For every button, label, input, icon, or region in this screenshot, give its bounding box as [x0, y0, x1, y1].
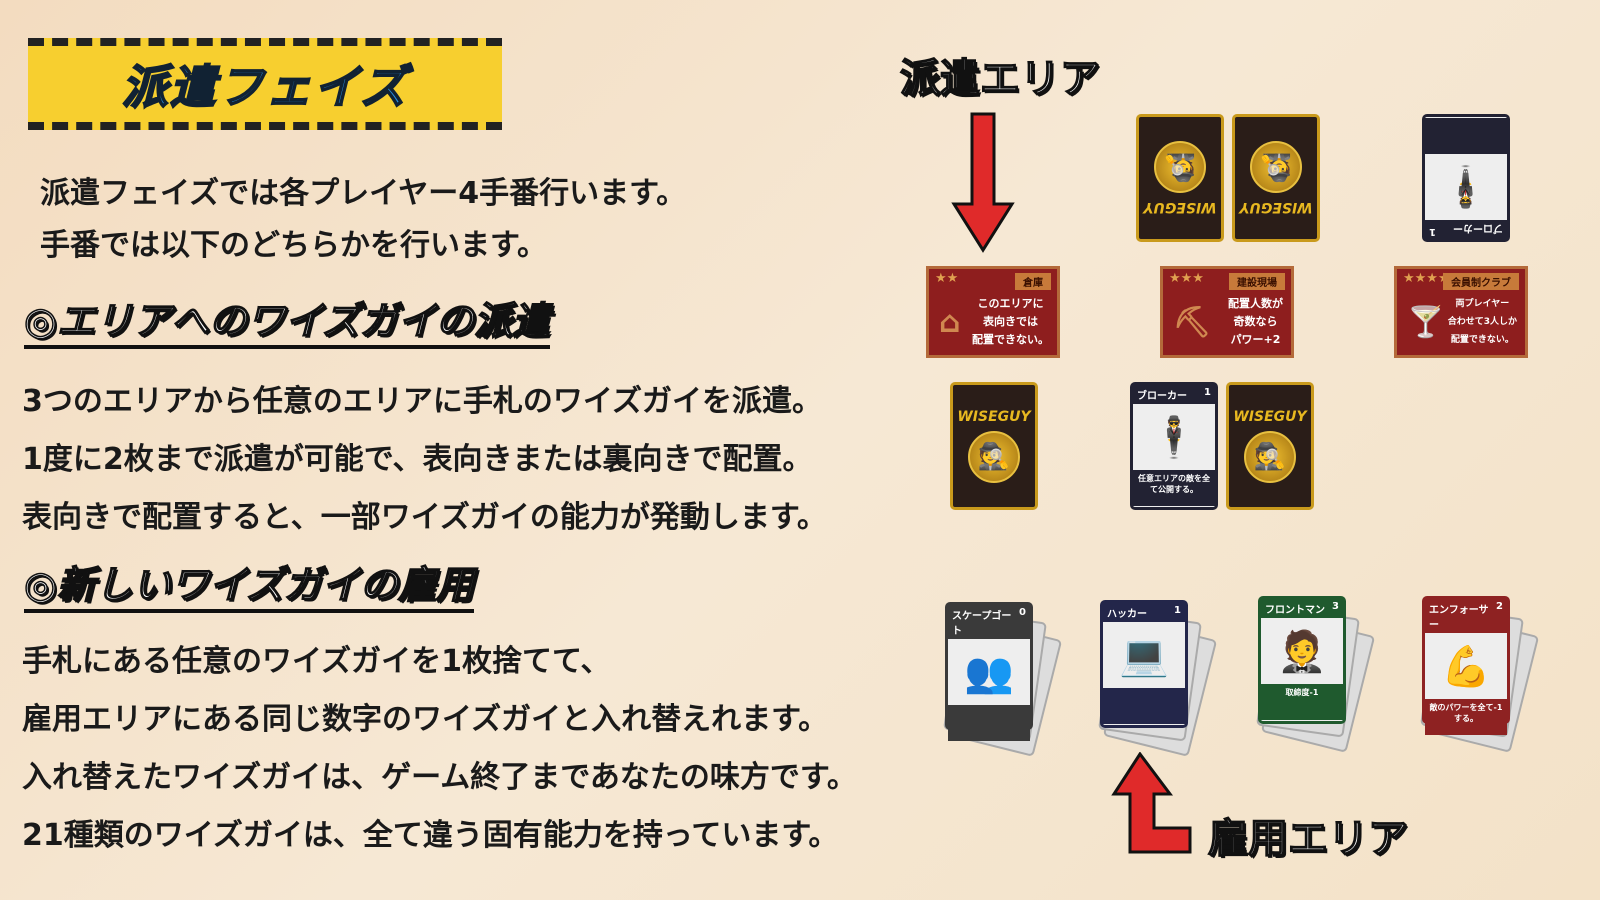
wiseguy-emblem-icon: 🕵 [1154, 141, 1206, 193]
area-card-construction[interactable]: ★★★建設現場⛏配置人数が奇数ならパワー+2 [1160, 266, 1294, 358]
excavator-icon: ⛏ [1173, 305, 1212, 340]
suited-man-icon: 🤵 [1277, 628, 1327, 675]
hire-line: 雇用エリアにある同じ数字のワイズガイと入れ替えれます。 [22, 702, 829, 737]
bat-man-icon: 💪 [1441, 643, 1491, 690]
dispatch-area-label: 派遣エリア [899, 55, 1101, 103]
player-card-back[interactable]: WISEGUY🕵 [1226, 382, 1314, 510]
player-card-back[interactable]: WISEGUY🕵 [950, 382, 1038, 510]
hire-line: 入れ替えたワイズガイは、ゲーム終了まであなたの味方です。 [22, 760, 857, 795]
section-heading-dispatch: ◎エリアへのワイズガイの派遣 [23, 290, 551, 349]
hire-line: 21種類のワイズガイは、全て違う固有能力を持っています。 [22, 818, 839, 853]
up-turn-arrow-icon [1111, 752, 1192, 854]
hire-area-label: 雇用エリア [1207, 815, 1409, 863]
agent-silhouette-icon: 🕴 [1441, 163, 1491, 210]
section-heading-hire: ◎新しいワイズガイの雇用 [23, 554, 475, 613]
agent-silhouette-icon: 🕴 [1149, 414, 1199, 461]
down-arrow-icon [951, 112, 1015, 253]
wiseguy-emblem-icon: 🕵 [1244, 431, 1296, 483]
dispatch-line: 1度に2枚まで派遣が可能で、表向きまたは裏向きで配置。 [22, 442, 813, 477]
area-card-club[interactable]: ★★★★会員制クラブ🍸両プレイヤー合わせて3人しか配置できない。 [1394, 266, 1528, 358]
wiseguy-emblem-icon: 🕵 [968, 431, 1020, 483]
phase-title: 派遣フェイズ [121, 59, 409, 115]
dispatch-line: 3つのエリアから任意のエリアに手札のワイズガイを派遣。 [22, 384, 822, 419]
opponent-card-back: WISEGUY🕵 [1136, 114, 1224, 242]
intro-line: 手番では以下のどちらかを行います。 [40, 228, 547, 263]
hire-line: 手札にある任意のワイズガイを1枚捨てて、 [22, 644, 611, 679]
club-shield-icon: 🍸 [1407, 305, 1445, 340]
warehouse-icon: ⌂ [939, 305, 961, 340]
two-men-icon: 👥 [964, 649, 1014, 696]
wiseguy-emblem-icon: 🕵 [1250, 141, 1302, 193]
dispatch-line: 表向きで配置すると、一部ワイズガイの能力が発動します。 [22, 500, 827, 535]
opponent-card-back: WISEGUY🕵 [1232, 114, 1320, 242]
hacker-icon: 💻 [1119, 632, 1169, 679]
intro-line: 派遣フェイズでは各プレイヤー4手番行います。 [40, 176, 687, 211]
area-card-warehouse[interactable]: ★★倉庫⌂このエリアに表向きでは配置できない。 [926, 266, 1060, 358]
phase-title-banner: 派遣フェイズ [28, 38, 502, 130]
